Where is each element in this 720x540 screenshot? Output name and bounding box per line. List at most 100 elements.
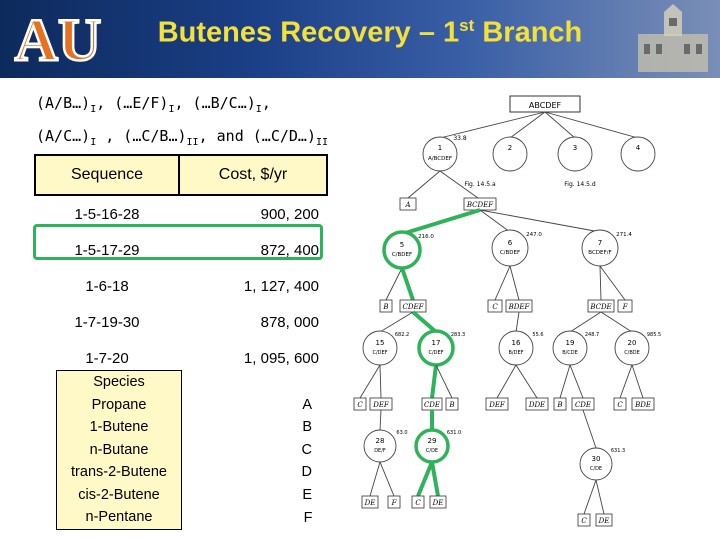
sequence-cell: 1-7-20 [85,349,129,367]
tree-line [439,111,546,139]
path-line-highlight [430,364,438,399]
tree-line [385,267,403,301]
building-icon [638,4,708,72]
column-header-cost: Cost, $/yr [179,154,328,196]
node-number: 1 [438,144,442,152]
auburn-logo: AU [13,6,102,72]
label-header [182,371,315,394]
node-box [485,397,509,411]
tree-line [582,409,597,449]
node-box-label: DEF [488,401,506,409]
species-name: trans-2-Butene [56,461,182,484]
tree-line [559,364,571,399]
constraint-subscript: II [186,137,199,148]
node-box-label: C [581,517,587,525]
node-number: 5 [400,241,404,249]
constraint-subscript: I [90,104,97,115]
node-box-label: BCDEF [466,201,494,209]
path-line-highlight [411,310,438,334]
header-bar: AU Butenes Recovery – 1st Branch [0,0,720,78]
species-header-row: Species [56,370,315,394]
page-title: Butenes Recovery – 1st Branch [120,16,620,50]
node-box-label: DEF [372,401,390,409]
node-number: 2 [508,144,512,152]
path-line-highlight [400,267,415,301]
cost-cell: 878, 000 [260,313,319,331]
node-box-label: CDEF [403,303,425,311]
node-circle [363,429,397,463]
node-box [525,397,549,411]
species-label: F [303,509,313,526]
node-circle [579,447,613,481]
node-number: 17 [432,339,441,347]
node-box-label: C [415,499,421,507]
tree-line [479,209,511,233]
title-main: Butenes Recovery – 1 [157,16,460,49]
node-label: C/DEF [428,350,443,356]
tree-line [435,364,453,399]
species-name: 1-Butene [56,416,182,439]
cost-table-header: Sequence Cost, $/yr [34,154,328,196]
node-label: C/DE [590,466,602,472]
node-number: 3 [573,144,577,152]
tree-line [631,364,644,399]
node-circle-highlight [417,329,455,367]
node-number: 16 [512,339,521,347]
node-box [353,397,367,411]
node-box-label: DE [364,499,376,507]
node-number: 20 [628,339,637,347]
node-value: 283.3 [451,332,465,338]
tree-line [515,364,538,399]
species-row: cis-2-Butene E [56,483,315,506]
tree-line [407,170,441,199]
node-value: 631.3 [611,448,625,454]
node-label: C/BDEF [500,250,520,256]
node-label: C/DEF [372,350,387,356]
tree-line [379,461,395,497]
node-circle [492,136,528,172]
node-label: BCDEF/F [588,250,611,256]
constraint-list: (A/B…)I, (…E/F)I, (…B/C…)I, (A/C…)I , (…… [36,90,328,156]
node-circle [362,330,398,366]
tree-line [515,311,520,333]
node-box-label: B [448,401,454,409]
tree-line [600,311,633,333]
title-superscript: st [459,16,475,35]
node-box [411,495,425,509]
node-circle [498,330,534,366]
species-name: cis-2-Butene [56,483,182,506]
node-circle [552,330,588,366]
tree-line [619,364,633,399]
species-header: Species [56,370,182,394]
constraint-text: , and (…C/D…) [198,127,316,145]
node-box-label: B [382,303,388,311]
node-value: 682.2 [395,332,409,338]
node-label: C/BDEF [392,252,412,258]
node-box [617,299,633,313]
tree-line [509,265,520,301]
tree-line [359,364,381,399]
constraint-subscript: I [255,104,262,115]
node-box-label: DDE [528,401,545,409]
sequence-cell: 1-5-17-29 [74,241,140,259]
tree-line [494,265,511,301]
node-box [445,397,459,411]
cost-cell: 900, 200 [260,205,319,223]
node-box-label: CDE [424,401,440,409]
node-box-label: DE [432,499,444,507]
node-label: C/BDE [624,350,640,356]
species-label: A [302,396,312,413]
species-label: E [302,486,312,503]
constraint-text: (A/C…) [36,127,91,145]
node-value: 55.6 [532,332,543,338]
node-circle [422,136,458,172]
tree-line [379,311,414,333]
constraint-subscript: I [168,104,175,115]
node-circle [614,330,650,366]
node-label: DE/F [374,448,386,454]
constraint-text: , [261,94,271,112]
